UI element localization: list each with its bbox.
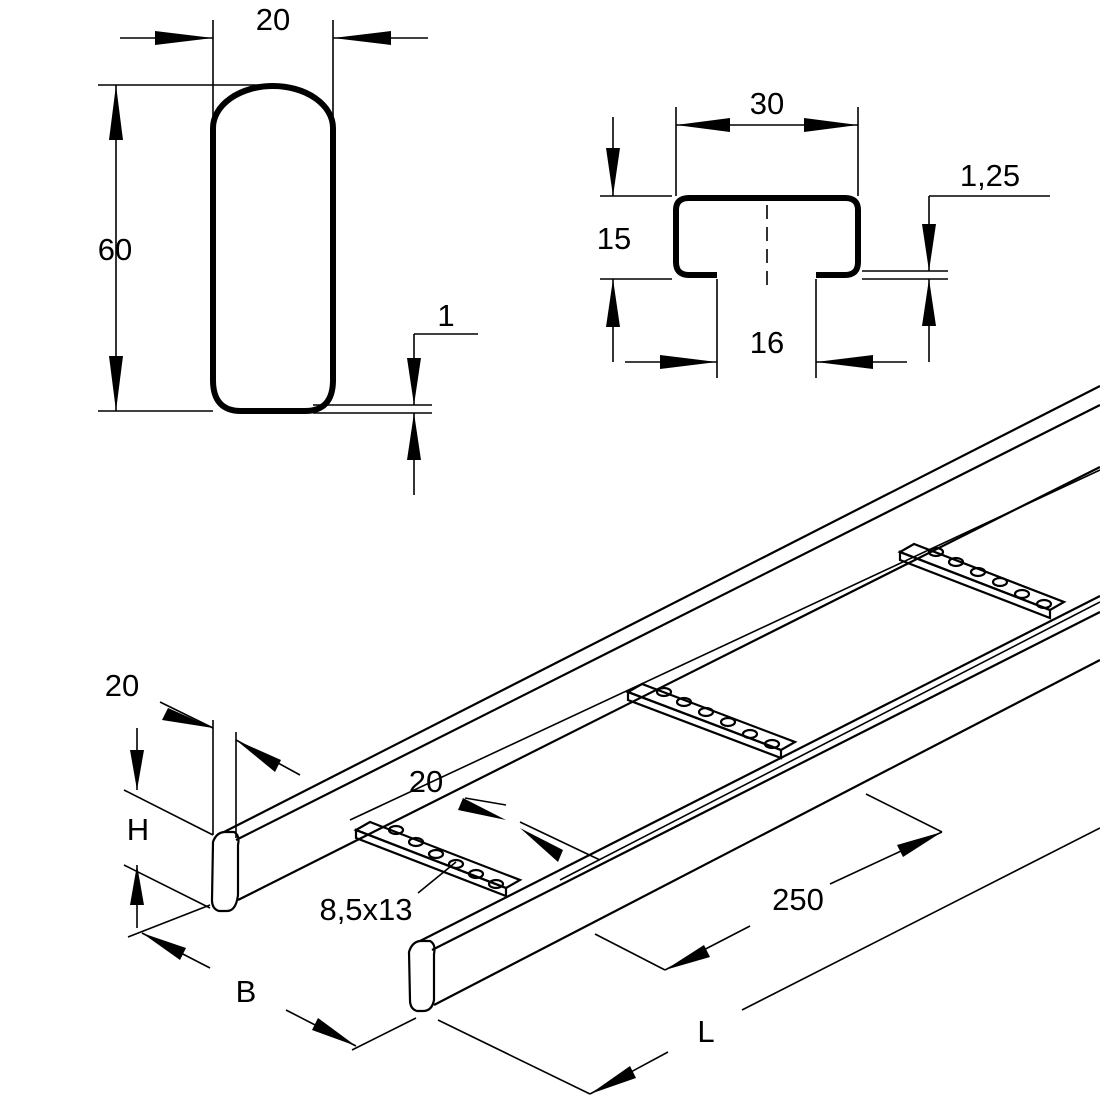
- slot-size-label: 8,5x13: [319, 892, 412, 927]
- rung-spacing-label: 250: [772, 882, 824, 917]
- rung-middle: [625, 682, 798, 760]
- oval-section: 20 60 1: [98, 2, 478, 495]
- rung-back: [897, 542, 1067, 620]
- left-rail: [210, 385, 1100, 913]
- channel-height-label: 15: [597, 221, 631, 256]
- rung-slots: [927, 546, 1053, 610]
- channel-section: 30 15 16 1,25: [597, 86, 1050, 378]
- length-symbol: L: [697, 1014, 714, 1049]
- rung-slots: [655, 686, 781, 750]
- channel-width-label: 30: [750, 86, 784, 121]
- rung-slots: [387, 824, 505, 890]
- channel-profile: [673, 195, 861, 278]
- rung-front: [353, 820, 523, 898]
- rail-width-label: 20: [105, 668, 139, 703]
- oval-wall-label: 1: [437, 298, 454, 333]
- rung-width-label: 20: [409, 764, 443, 799]
- height-symbol: H: [127, 812, 149, 847]
- oval-profile: [210, 83, 336, 414]
- right-rail: [407, 595, 1100, 1013]
- channel-opening-label: 16: [750, 325, 784, 360]
- channel-wall-label: 1,25: [960, 158, 1020, 193]
- width-symbol: B: [236, 974, 257, 1009]
- oval-height-label: 60: [98, 232, 132, 267]
- oval-width-label: 20: [256, 2, 290, 37]
- cable-ladder: 20 H 20 8,5x13 B 250: [105, 385, 1100, 1095]
